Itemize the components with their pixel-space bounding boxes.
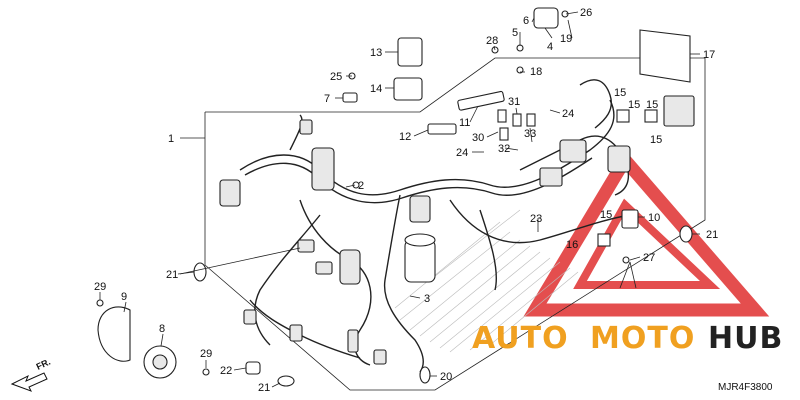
callout-labels: 1 2 3 4 5 6 7 8 9 10 11 12 13 14 15 15 1… [94, 7, 718, 394]
front-direction-arrow-icon [10, 372, 48, 392]
callout-15c: 15 [646, 99, 658, 111]
callout-24b: 24 [456, 147, 468, 159]
callout-15b: 15 [628, 99, 640, 111]
callout-13: 13 [370, 47, 382, 59]
callout-11: 11 [459, 117, 470, 129]
callout-15d: 15 [650, 134, 662, 146]
callout-30: 30 [472, 132, 484, 144]
callout-12: 12 [399, 131, 411, 143]
callout-23: 23 [530, 213, 542, 225]
harness-components [219, 119, 631, 365]
callout-10: 10 [648, 212, 660, 224]
front-direction-label: FR. [35, 357, 52, 372]
callout-9: 9 [121, 291, 127, 303]
callout-8: 8 [159, 323, 165, 335]
callout-29b: 29 [200, 348, 212, 360]
callout-26: 26 [580, 7, 592, 19]
watermark-auto: AUTO [472, 321, 569, 356]
callout-21a: 21 [166, 269, 178, 281]
callout-4: 4 [547, 41, 553, 53]
callout-27: 27 [643, 252, 655, 264]
leader-lines [99, 11, 700, 388]
watermark-moto: MOTO [590, 321, 695, 356]
drawing-code: MJR4F3800 [718, 382, 773, 393]
callout-31: 31 [508, 96, 520, 108]
callout-1: 1 [168, 133, 174, 145]
watermark-logo: AUTO MOTO HUB [472, 321, 783, 356]
callout-29a: 29 [94, 281, 106, 293]
callout-6: 6 [523, 15, 529, 27]
callout-7: 7 [324, 93, 330, 105]
watermark-hub: HUB [708, 321, 783, 356]
callout-17: 17 [703, 49, 715, 61]
callout-3: 3 [424, 293, 430, 305]
callout-18: 18 [530, 66, 542, 78]
callout-5: 5 [512, 27, 518, 39]
callout-24a: 24 [562, 108, 574, 120]
callout-33: 33 [524, 128, 536, 140]
callout-25: 25 [330, 71, 342, 83]
callout-15e: 15 [600, 209, 612, 221]
callout-16: 16 [566, 239, 578, 251]
callout-22: 22 [220, 365, 232, 377]
assembly-outline [204, 57, 706, 391]
callout-15a: 15 [614, 87, 626, 99]
callout-28: 28 [486, 35, 498, 47]
callout-32: 32 [498, 143, 510, 155]
callout-20: 20 [440, 371, 452, 383]
callout-2: 2 [358, 180, 364, 192]
callout-14: 14 [370, 83, 382, 95]
callout-21c: 21 [706, 229, 718, 241]
callout-21b: 21 [258, 382, 270, 394]
separate-parts [96, 7, 695, 387]
callout-19: 19 [560, 33, 572, 45]
watermark-triangle [523, 148, 770, 317]
